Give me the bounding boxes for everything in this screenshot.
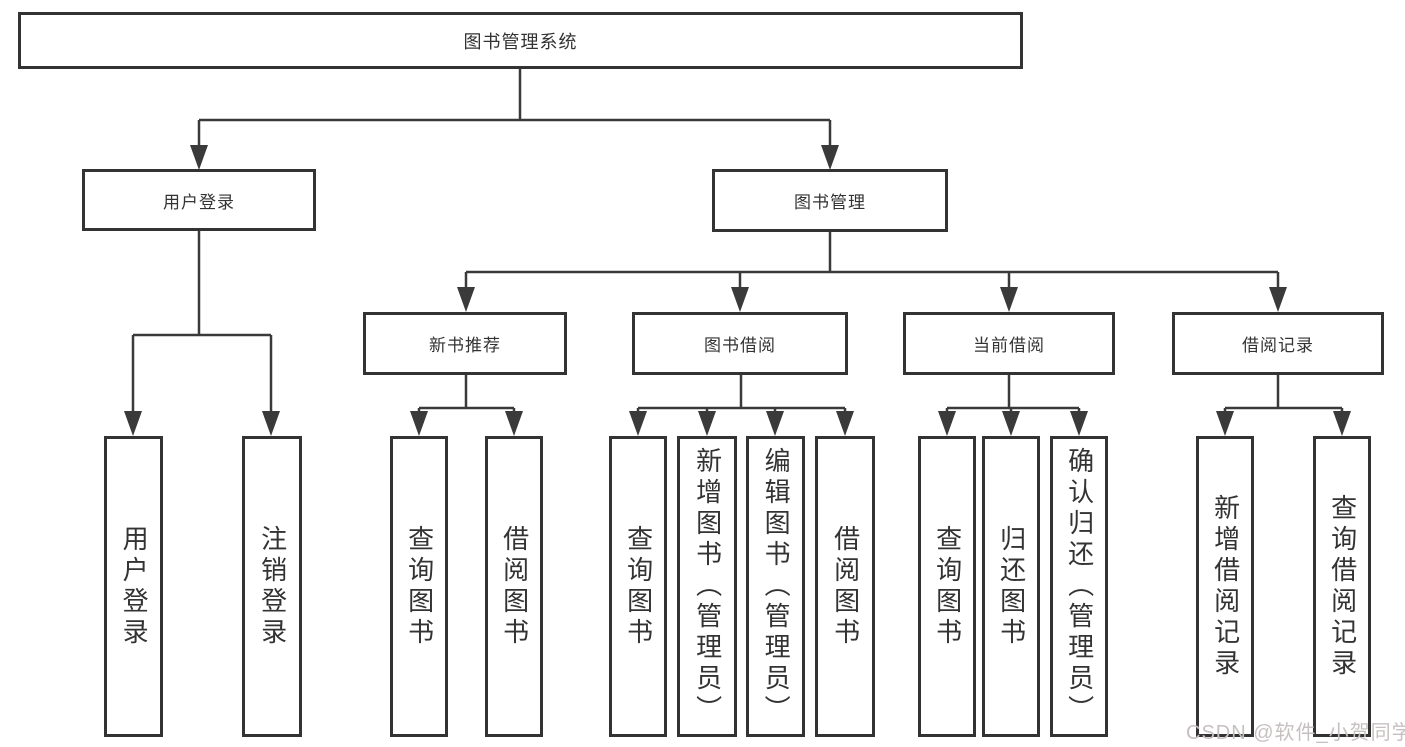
leaf-current-confirm-return-admin: 确认归还（管理员） (1050, 436, 1108, 737)
leaf-borrow-query-books: 查询图书 (609, 436, 667, 737)
arrow-icon (1333, 411, 1351, 436)
leaf-label: 查询借阅记录 (1327, 493, 1358, 680)
node-book-borrowing: 图书借阅 (632, 312, 848, 375)
leaf-label: 确认归还（管理员） (1064, 447, 1095, 726)
arrowheads (124, 145, 1351, 436)
leaf-borrow-add-books-admin: 新增图书（管理员） (677, 436, 737, 737)
arrow-icon (1002, 411, 1020, 436)
node-label: 新书推荐 (429, 336, 501, 355)
arrow-icon (410, 411, 428, 436)
arrow-icon (1216, 411, 1234, 436)
csdn-watermark: CSDN @软件_小贺同学 (1186, 722, 1405, 744)
leaf-label: 归还图书 (996, 524, 1027, 649)
tree-edges (131, 69, 1344, 413)
leaf-user-login: 用户登录 (104, 436, 163, 737)
leaf-label: 查询图书 (932, 524, 963, 649)
node-root-library-system: 图书管理系统 (18, 12, 1023, 69)
leaf-label: 用户登录 (119, 524, 150, 649)
leaf-label: 查询图书 (404, 524, 435, 649)
leaf-borrow-borrow-books: 借阅图书 (815, 436, 875, 737)
leaf-borrow-edit-books-admin: 编辑图书（管理员） (746, 436, 805, 737)
leaf-records-add-record: 新增借阅记录 (1196, 436, 1254, 737)
leaf-label: 查询图书 (623, 524, 654, 649)
arrow-icon (698, 411, 716, 436)
arrow-icon (124, 411, 142, 436)
arrow-icon (505, 411, 523, 436)
leaf-label: 借阅图书 (499, 524, 530, 649)
arrow-icon (821, 145, 839, 170)
leaf-current-return-books: 归还图书 (982, 436, 1040, 737)
leaf-label: 新增借阅记录 (1210, 493, 1241, 680)
arrow-icon (1000, 287, 1018, 312)
node-user-login: 用户登录 (82, 169, 316, 231)
leaf-newbook-borrow-books: 借阅图书 (485, 436, 543, 737)
arrow-icon (766, 411, 784, 436)
node-label: 当前借阅 (973, 336, 1045, 355)
node-borrowing-records: 借阅记录 (1172, 312, 1384, 375)
node-label: 图书管理 (794, 193, 866, 212)
arrow-icon (457, 287, 475, 312)
leaf-records-query-record: 查询借阅记录 (1313, 436, 1371, 737)
node-new-book-recommend: 新书推荐 (363, 312, 567, 375)
arrow-icon (938, 411, 956, 436)
arrow-icon (629, 411, 647, 436)
leaf-label: 注销登录 (257, 524, 288, 649)
leaf-label: 编辑图书（管理员） (761, 447, 792, 726)
node-label: 借阅记录 (1242, 336, 1314, 355)
arrow-icon (1269, 287, 1287, 312)
leaf-newbook-query-books: 查询图书 (390, 436, 448, 737)
arrow-icon (836, 411, 854, 436)
leaf-label: 新增图书（管理员） (692, 447, 723, 726)
leaf-current-query-books: 查询图书 (918, 436, 976, 737)
arrow-icon (1070, 411, 1088, 436)
node-label: 图书借阅 (704, 336, 776, 355)
node-label: 用户登录 (163, 192, 235, 212)
leaf-label: 借阅图书 (830, 524, 861, 649)
node-current-borrowing: 当前借阅 (903, 312, 1115, 375)
arrow-icon (262, 411, 280, 436)
arrow-icon (731, 287, 749, 312)
node-label: 图书管理系统 (463, 31, 578, 52)
leaf-logout: 注销登录 (242, 436, 302, 737)
arrow-icon (190, 145, 208, 170)
node-book-management: 图书管理 (712, 169, 948, 232)
